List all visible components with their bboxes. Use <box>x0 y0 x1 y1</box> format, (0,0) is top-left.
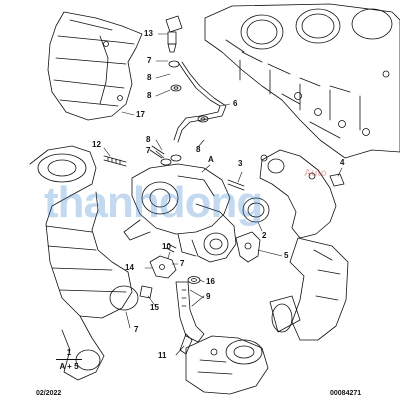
exhaust-elbow <box>259 149 337 239</box>
callout-6: 6 <box>233 99 238 108</box>
callout-7-bottom: 7 <box>134 325 139 334</box>
footer-date: 02/2022 <box>36 390 62 397</box>
turbocharger <box>123 163 237 263</box>
callout-12: 12 <box>92 140 101 149</box>
callout-13: 13 <box>144 29 153 38</box>
callout-10: 10 <box>162 242 171 251</box>
engine-block <box>204 3 400 159</box>
callout-16: 16 <box>206 277 215 286</box>
watermark-suffix: Auto <box>304 168 327 179</box>
exhaust-downpipe-right <box>269 237 349 341</box>
legend-number: 1 <box>66 348 72 357</box>
callout-5: 5 <box>284 251 289 260</box>
stud-3 <box>227 179 245 191</box>
stud <box>103 155 127 167</box>
footer-reference: 00084271 <box>330 390 362 397</box>
gasket <box>242 197 270 223</box>
callout-8-mid: 8 <box>147 91 152 100</box>
banjo-bolt-top <box>165 15 183 92</box>
callout-11: 11 <box>158 351 167 360</box>
catalytic-converter <box>29 145 139 381</box>
pipe-washers <box>149 115 209 166</box>
callout-17: 17 <box>136 110 145 119</box>
bracket <box>235 231 261 263</box>
callout-3: 3 <box>238 159 243 168</box>
oil-filter-housing <box>185 335 269 395</box>
callout-14: 14 <box>125 263 134 272</box>
washer-16 <box>187 276 201 284</box>
heat-shield <box>47 11 143 121</box>
assembly-legend: 1 A + 5 <box>56 348 82 371</box>
callout-15: 15 <box>150 303 159 312</box>
callout-A: A <box>208 155 214 164</box>
leader-lines <box>103 33 343 356</box>
clamp <box>149 243 177 279</box>
watermark: thanhdong <box>44 178 263 227</box>
bolt-4 <box>329 173 345 187</box>
legend-rule <box>56 359 82 360</box>
callout-8-left: 8 <box>146 135 151 144</box>
oil-feed-pipe <box>173 61 227 143</box>
callout-8-top: 8 <box>147 73 152 82</box>
bolt-15 <box>139 285 153 299</box>
oil-return-pipe <box>175 281 205 343</box>
callout-8-right: 8 <box>196 145 201 154</box>
legend-formula: A + 5 <box>59 362 79 371</box>
callout-2: 2 <box>262 231 267 240</box>
callout-4: 4 <box>340 158 345 167</box>
callout-7-top: 7 <box>147 56 152 65</box>
callout-9: 9 <box>206 292 211 301</box>
callout-7-lower: 7 <box>180 259 185 268</box>
callout-7-left: 7 <box>146 146 151 155</box>
